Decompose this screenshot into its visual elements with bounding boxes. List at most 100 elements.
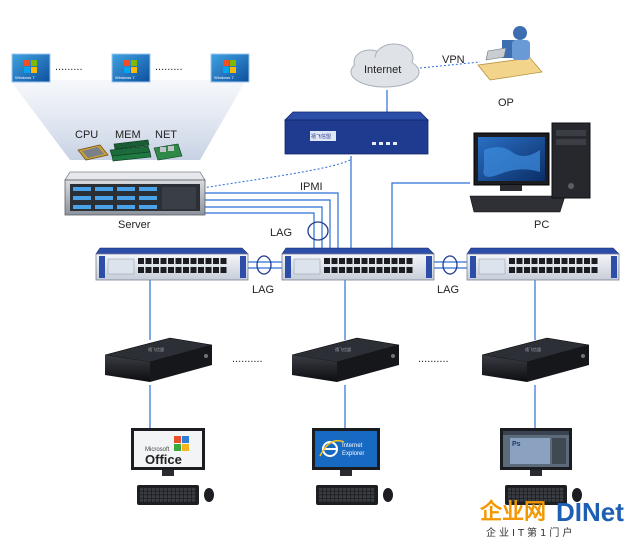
keyboard-key (160, 488, 164, 491)
keyboard-key (359, 495, 363, 498)
keyboard-key (516, 488, 520, 491)
keyboard-key (323, 491, 327, 495)
thin-client-3[interactable]: 禧飞信盟 (481, 337, 590, 382)
thin-client-ellipsis-1: .......... (232, 353, 263, 365)
windows-logo-icon (223, 60, 236, 73)
switch-port (584, 258, 590, 264)
keyboard-icon (505, 485, 567, 505)
keyboard-key (140, 488, 144, 491)
keyboard-key (528, 491, 532, 495)
gateway-brand-label: 禧飞信盟 (311, 133, 331, 140)
keyboard-key (343, 498, 347, 502)
keyboard-key (351, 491, 355, 495)
lag-ring-top (307, 221, 329, 241)
keyboard-key (540, 491, 544, 495)
keyboard-key (371, 498, 375, 502)
keyboard-key (188, 495, 192, 498)
monitor-ie[interactable]: Internet Explorer (312, 428, 380, 476)
keyboard-key (192, 498, 196, 502)
keyboard-key (528, 488, 532, 491)
monitor-photoshop[interactable]: Ps (500, 428, 572, 476)
keyboard-key (363, 495, 367, 498)
switch-core[interactable] (281, 247, 435, 281)
keyboard-key (508, 498, 512, 502)
keyboard-key (371, 495, 375, 498)
keyboard-key (339, 495, 343, 498)
keyboard-key (556, 488, 560, 491)
switch-port (539, 267, 545, 273)
keyboard-key (552, 488, 556, 491)
switch-port (175, 267, 182, 273)
keyboard-key (512, 498, 516, 502)
cpu-chip-icon (77, 144, 109, 161)
server-device[interactable] (64, 171, 206, 216)
switch-port (145, 258, 152, 264)
keyboard-key (331, 498, 335, 502)
vm-ellipsis-2: ......... (155, 61, 183, 73)
ipmi-label: IPMI (300, 181, 323, 193)
switch-port (361, 267, 368, 273)
monitor-ie-line2: Explorer (342, 451, 364, 457)
switch-port (346, 267, 353, 273)
keyboard-key (536, 498, 540, 502)
switch-port (190, 258, 197, 264)
keyboard-key (327, 498, 331, 502)
keyboard-key (188, 498, 192, 502)
thin-client-2[interactable]: 禧飞信盟 (291, 337, 400, 382)
keyboard-key (156, 488, 160, 491)
keyboard-key (156, 491, 160, 495)
keyboard-key (152, 498, 156, 502)
switch-port (160, 267, 167, 273)
gateway-device[interactable]: 禧飞信盟 (284, 111, 429, 155)
keyboard-key (371, 488, 375, 491)
keyboard-key (359, 498, 363, 502)
keyboard-key (359, 488, 363, 491)
keyboard-key (560, 488, 564, 491)
keyboard-key (532, 495, 536, 498)
keyboard-key (327, 488, 331, 491)
pc-workstation[interactable] (469, 122, 591, 213)
switch-port (354, 258, 360, 264)
keyboard-key (508, 488, 512, 491)
keyboard-key (331, 488, 335, 491)
keyboard-key (192, 491, 196, 495)
switch-port (516, 267, 523, 273)
keyboard-key (176, 495, 180, 498)
keyboard-icon (316, 485, 378, 505)
switch-port (576, 258, 583, 264)
switch-port (376, 258, 383, 264)
thin-client-1[interactable]: 禧飞信盟 (104, 337, 213, 382)
keyboard-key (339, 498, 343, 502)
switch-port (384, 258, 390, 264)
switch-port (183, 258, 189, 264)
switch-port (361, 258, 368, 264)
keyboard-key (148, 498, 152, 502)
keyboard-key (188, 491, 192, 495)
keyboard-key (524, 491, 528, 495)
keyboard-key (560, 498, 564, 502)
keyboard-key (184, 491, 188, 495)
keyboard-key (347, 495, 351, 498)
switch-port (324, 267, 330, 273)
keyboard-key (363, 491, 367, 495)
monitor-office[interactable]: Microsoft Office (131, 428, 205, 476)
keyboard-key (176, 488, 180, 491)
switch-port (145, 267, 152, 273)
switch-port (591, 267, 598, 273)
keyboard-key (347, 491, 351, 495)
keyboard-icon (137, 485, 199, 505)
keyboard-key (371, 491, 375, 495)
mouse-icon (383, 488, 393, 502)
keyboard-key (180, 495, 184, 498)
switch-right[interactable] (466, 247, 620, 281)
switch-port (354, 267, 360, 273)
keyboard-key (152, 488, 156, 491)
switch-port (509, 258, 515, 264)
keyboard-key (512, 488, 516, 491)
switch-port (561, 258, 568, 264)
keyboard-key (532, 498, 536, 502)
keyboard-key (176, 491, 180, 495)
switch-left[interactable] (95, 247, 249, 281)
keyboard-key (335, 498, 339, 502)
keyboard-key (140, 495, 144, 498)
